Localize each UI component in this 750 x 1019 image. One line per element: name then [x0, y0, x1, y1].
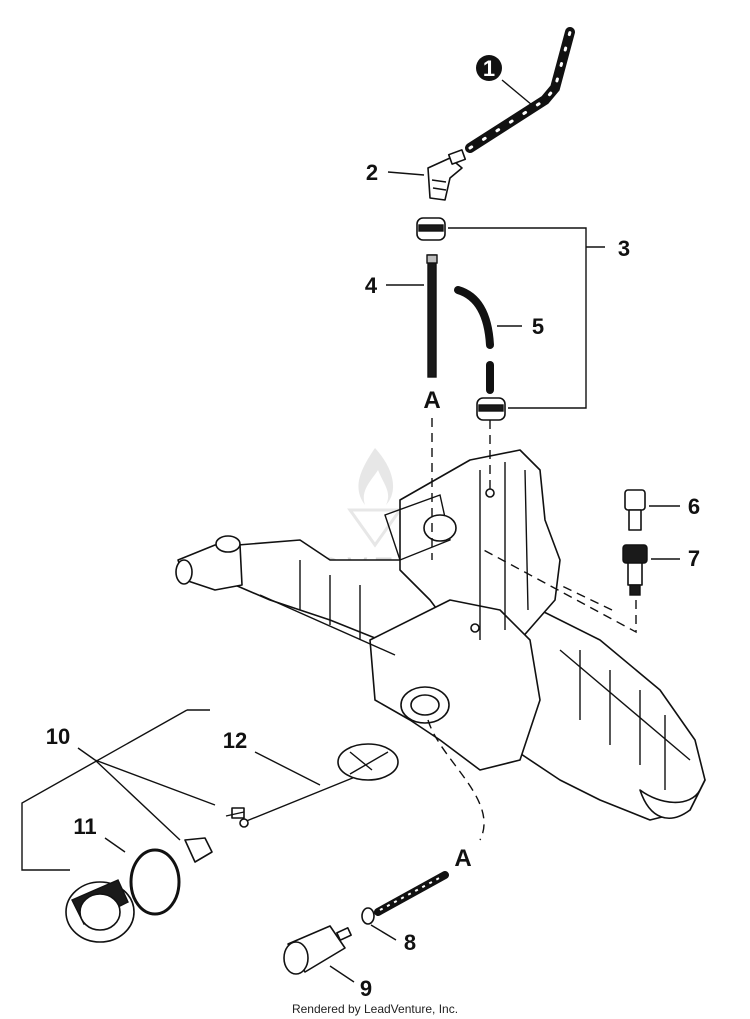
- callout-10: 10: [46, 724, 70, 749]
- part-6-fitting: [624, 489, 646, 531]
- callout-9: 9: [360, 976, 372, 1001]
- part-9-fuel-filter: [283, 925, 352, 975]
- part-4-pickup-tube: [426, 254, 438, 378]
- ref-letter-a-bottom: A: [454, 845, 471, 872]
- part-3-grommet-top: [416, 217, 446, 241]
- watermark-logo: [347, 448, 403, 548]
- callout-6: 6: [688, 494, 700, 519]
- callout-1: 1: [483, 56, 495, 81]
- callout-7: 7: [688, 546, 700, 571]
- callout-11: 11: [73, 814, 96, 839]
- callout-4: 4: [365, 273, 378, 298]
- part-5-curved-hose: [454, 286, 494, 394]
- part-12-strap: [239, 743, 399, 828]
- footer-credit: Rendered by LeadVenture, Inc.: [292, 1002, 458, 1016]
- callout-1-badge: [476, 55, 502, 81]
- callout-3: 3: [618, 236, 630, 261]
- callout-3-bracket: [448, 227, 605, 409]
- part-1-hose: [465, 27, 575, 153]
- part-10-oil-cap: [65, 879, 135, 943]
- part-8-fuel-line: [361, 871, 449, 925]
- part-3-grommet-bottom: [476, 397, 506, 421]
- part-cap-clip: [184, 807, 245, 863]
- part-10-cap-assembly-leaders: [21, 709, 210, 871]
- part-2-elbow-fitting: [427, 149, 467, 201]
- ref-letter-a-top: A: [423, 387, 440, 414]
- callout-5: 5: [532, 314, 544, 339]
- callout-8: 8: [404, 930, 416, 955]
- chassis-housing: [175, 449, 706, 821]
- callout-12: 12: [223, 728, 247, 753]
- callout-2: 2: [366, 160, 378, 185]
- part-11-o-ring: [129, 848, 181, 916]
- part-7-threaded-fitting: [622, 544, 648, 596]
